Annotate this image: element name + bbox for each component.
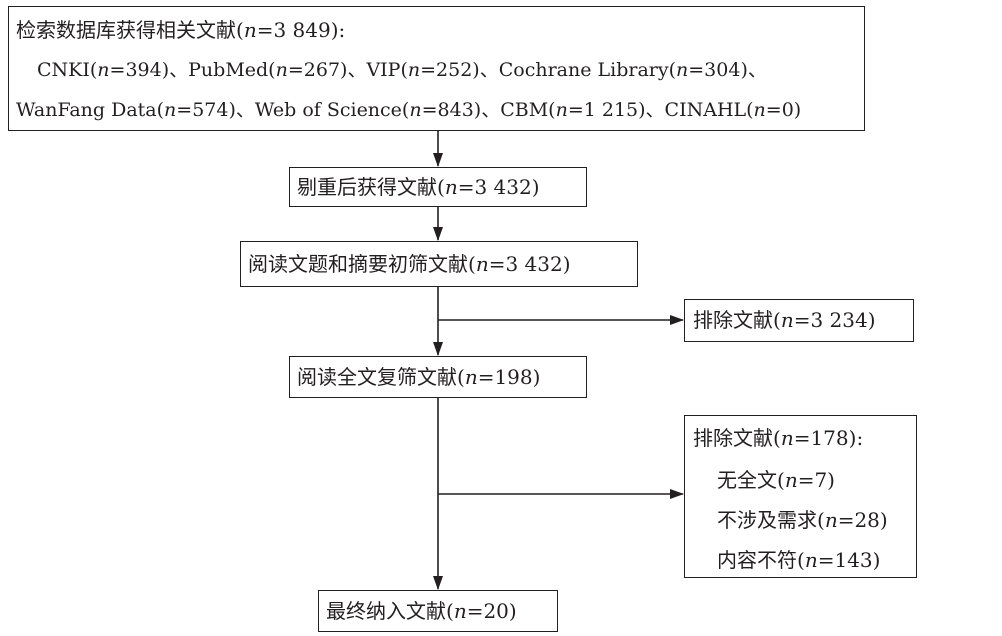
node-excluded-second-title: 排除文献(n=178): xyxy=(693,426,864,450)
node-fulltext-screening-label: 阅读全文复筛文献(n=198) xyxy=(297,365,541,389)
node-final-included: 最终纳入文献(n=20) xyxy=(318,590,558,632)
node-excluded-first: 排除文献(n=3 234) xyxy=(684,299,914,342)
node-fulltext-screening: 阅读全文复筛文献(n=198) xyxy=(289,356,587,398)
node-deduplicated: 剔重后获得文献(n=3 432) xyxy=(289,167,587,207)
node-title-abstract-screening-label: 阅读文题和摘要初筛文献(n=3 432) xyxy=(248,252,571,276)
node-deduplicated-label: 剔重后获得文献(n=3 432) xyxy=(297,175,540,199)
node-final-included-label: 最终纳入文献(n=20) xyxy=(326,599,517,623)
node-database-search-title: 检索数据库获得相关文献(n=3 849): xyxy=(16,18,346,42)
node-database-search: 检索数据库获得相关文献(n=3 849): CNKI(n=394)、PubMed… xyxy=(8,6,865,131)
node-excluded-second-reason-2: 不涉及需求(n=28) xyxy=(717,508,888,532)
node-excluded-second-reason-3: 内容不符(n=143) xyxy=(717,548,881,572)
node-excluded-first-label: 排除文献(n=3 234) xyxy=(693,308,876,332)
node-database-search-sources-2: WanFang Data(n=574)、Web of Science(n=843… xyxy=(16,99,802,121)
node-title-abstract-screening: 阅读文题和摘要初筛文献(n=3 432) xyxy=(240,241,638,287)
node-database-search-sources-1: CNKI(n=394)、PubMed(n=267)、VIP(n=252)、Coc… xyxy=(37,59,767,81)
node-excluded-second: 排除文献(n=178): 无全文(n=7) 不涉及需求(n=28) 内容不符(n… xyxy=(684,415,917,578)
node-excluded-second-reason-1: 无全文(n=7) xyxy=(717,468,835,492)
